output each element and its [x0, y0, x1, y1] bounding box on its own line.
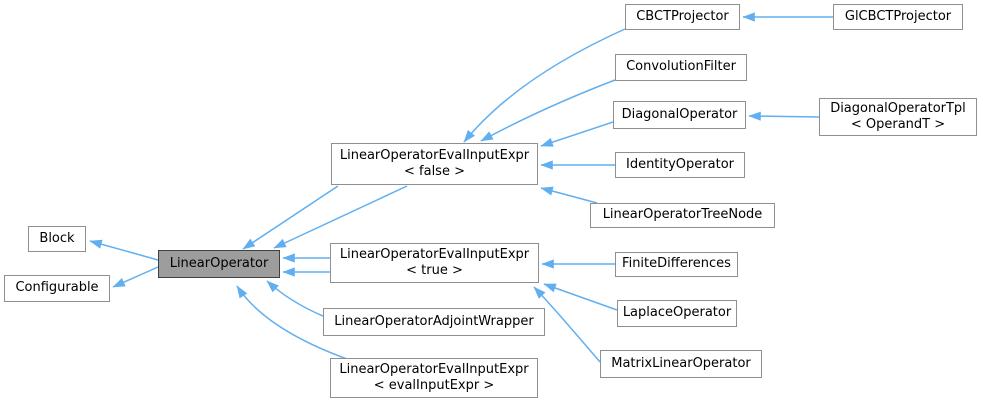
edge-treenode-evalfalse: [540, 186, 598, 204]
class-node-matrixlinearoperator[interactable]: MatrixLinearOperator: [600, 350, 762, 378]
class-node-linearoperatorevalinputexpr-true[interactable]: LinearOperatorEvalInputExpr < true >: [330, 243, 539, 283]
edge-diagonaltpl-diagonal: [748, 111, 820, 121]
class-label: LinearOperatorEvalInputExpr: [339, 246, 530, 262]
edge-linearoperator-configurable: [112, 266, 159, 288]
edge-convolution-evalfalse: [480, 79, 616, 142]
class-node-linearoperator-current: LinearOperator: [158, 250, 280, 278]
class-label: DiagonalOperator: [621, 106, 738, 122]
class-label: CBCTProjector: [636, 8, 729, 24]
class-label: LinearOperatorEvalInputExpr: [339, 147, 530, 163]
class-node-glcbctprojector[interactable]: GlCBCTProjector: [833, 4, 963, 30]
class-node-laplaceoperator[interactable]: LaplaceOperator: [617, 300, 737, 327]
class-label: GlCBCTProjector: [844, 8, 952, 24]
class-label: LinearOperatorEvalInputExpr: [339, 361, 529, 377]
class-label: FiniteDifferences: [622, 256, 731, 272]
class-node-convolutionfilter[interactable]: ConvolutionFilter: [615, 54, 747, 81]
edge-evalfalse-linearoperator-1: [242, 185, 339, 250]
class-label: Configurable: [15, 280, 99, 296]
class-label: LinearOperator: [169, 255, 269, 271]
edge-evalfalse-linearoperator-2: [273, 185, 408, 249]
template-args: < true >: [406, 263, 463, 278]
class-node-cbctprojector[interactable]: CBCTProjector: [625, 4, 740, 30]
class-node-finitedifferences[interactable]: FiniteDifferences: [615, 252, 738, 277]
class-node-linearoperatorevalinputexpr-false[interactable]: LinearOperatorEvalInputExpr < false >: [331, 143, 538, 185]
class-node-diagonaloperatortpl[interactable]: DiagonalOperatorTpl < OperandT >: [819, 98, 977, 136]
class-label: LaplaceOperator: [622, 305, 732, 321]
class-label: ConvolutionFilter: [626, 59, 736, 75]
class-node-linearoperatoradjointwrapper[interactable]: LinearOperatorAdjointWrapper: [323, 308, 545, 336]
edge-adjointwrapper-linearoperator: [266, 280, 324, 317]
class-node-identityoperator[interactable]: IdentityOperator: [615, 152, 745, 178]
class-node-linearoperatorevalinputexpr-evalinputexpr[interactable]: LinearOperatorEvalInputExpr < evalInputE…: [330, 358, 538, 398]
class-label: IdentityOperator: [625, 156, 734, 172]
template-args: < OperandT >: [850, 117, 946, 132]
edge-diagonal-evalfalse: [540, 121, 614, 147]
class-node-configurable[interactable]: Configurable: [4, 275, 110, 302]
template-args: < false >: [404, 164, 465, 179]
edge-linearoperator-block: [89, 239, 159, 261]
class-label: MatrixLinearOperator: [611, 355, 751, 371]
edge-cbct-evalfalse: [463, 28, 626, 143]
class-label: LinearOperatorTreeNode: [602, 207, 763, 223]
class-label: LinearOperatorAdjointWrapper: [334, 313, 534, 329]
class-node-linearoperatortreenode[interactable]: LinearOperatorTreeNode: [590, 203, 775, 228]
class-node-block[interactable]: Block: [28, 226, 86, 252]
class-node-diagonaloperator[interactable]: DiagonalOperator: [613, 101, 746, 129]
class-label: Block: [39, 230, 75, 246]
class-label: DiagonalOperatorTpl: [830, 100, 966, 116]
template-args: < evalInputExpr >: [373, 378, 495, 393]
edge-laplace-evaltrue: [543, 283, 618, 311]
